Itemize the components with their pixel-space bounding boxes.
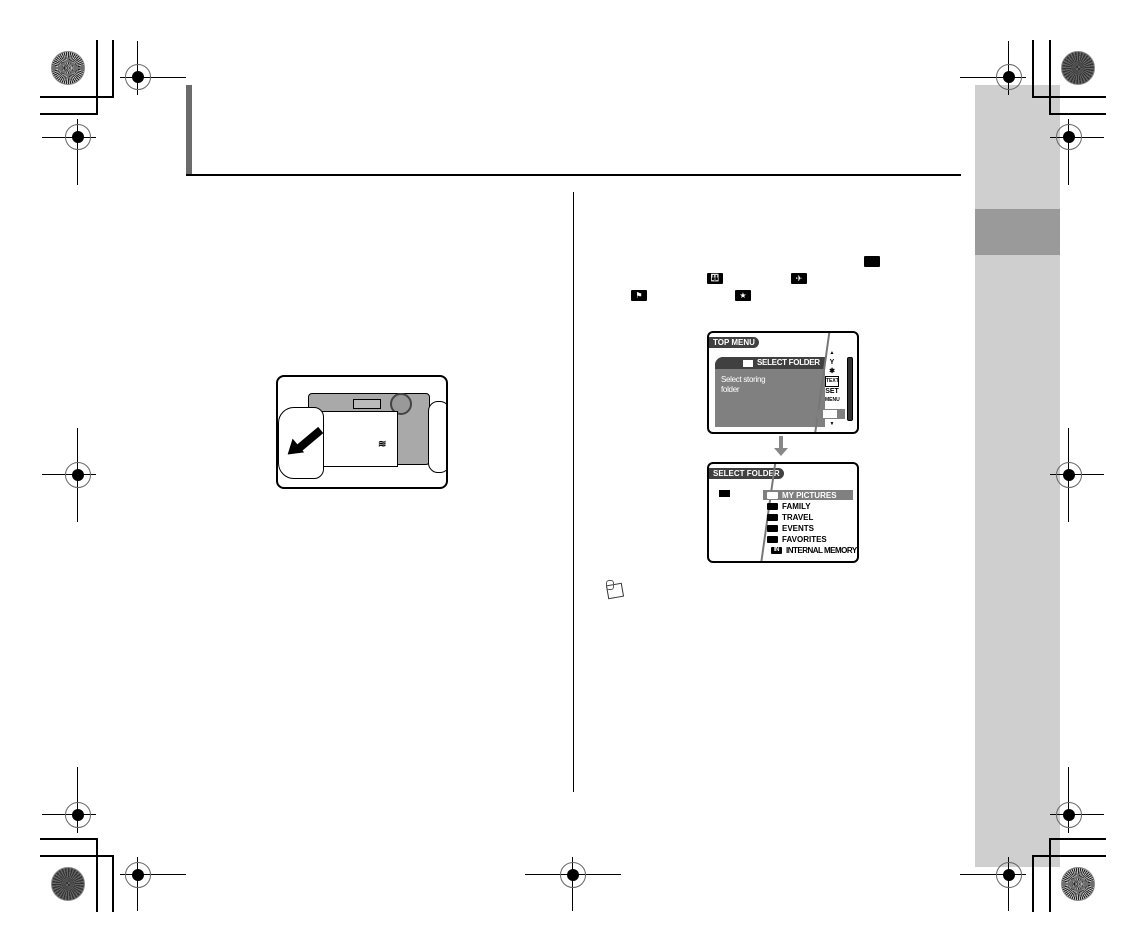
registration-mark xyxy=(1056,802,1082,828)
folder-icon xyxy=(767,492,778,499)
scroll-up-icon: ▲ xyxy=(829,350,835,356)
color-registration-target xyxy=(51,867,85,901)
setting-icon: Y xyxy=(829,359,835,366)
crop-mark xyxy=(40,96,114,98)
reg-line xyxy=(960,77,1026,78)
title-underline xyxy=(186,174,961,176)
crop-mark xyxy=(1032,855,1106,857)
lcd-top-menu: TOP MENU SELECT FOLDER Select storing fo… xyxy=(707,331,859,434)
crop-mark xyxy=(40,855,114,857)
brightness-icon: ✱ xyxy=(829,368,835,375)
crop-mark xyxy=(112,855,114,912)
color-registration-target xyxy=(1061,51,1095,85)
folder-label: FAVORITES xyxy=(782,535,827,544)
folder-item-favorites[interactable]: FAVORITES xyxy=(767,535,827,544)
scroll-down-icon: ▼ xyxy=(829,421,835,427)
travel-folder-icon: ✈ xyxy=(791,273,807,284)
registration-mark xyxy=(125,862,151,888)
lens-icon xyxy=(390,393,412,415)
right-hand xyxy=(428,401,446,473)
folder-label: INTERNAL MEMORY xyxy=(786,546,857,555)
favorites-folder-icon: ★ xyxy=(735,290,751,301)
registration-mark xyxy=(996,862,1022,888)
lens-cover xyxy=(318,411,398,467)
logo-glyph: ≋ xyxy=(378,439,387,450)
crop-mark xyxy=(1032,40,1034,98)
folder-icon xyxy=(823,410,837,418)
registration-mark xyxy=(125,64,151,90)
selected-menu-item: SELECT FOLDER xyxy=(757,358,820,367)
registration-mark xyxy=(560,862,586,888)
reg-line xyxy=(120,874,186,875)
folder-label: FAMILY xyxy=(782,502,811,511)
lcd-select-folder: SELECT FOLDER MY PICTURES FAMILY TRAVEL … xyxy=(707,462,859,563)
lcd-panel-header xyxy=(715,357,825,369)
internal-memory-icon: IN xyxy=(771,547,782,554)
registration-mark xyxy=(1056,124,1082,150)
color-registration-target xyxy=(1061,867,1095,901)
crop-mark xyxy=(40,113,98,115)
flash-window xyxy=(353,399,381,409)
registration-mark xyxy=(65,802,91,828)
folder-item-travel[interactable]: TRAVEL xyxy=(767,513,813,522)
text-icon: TEXT xyxy=(825,376,839,387)
lcd-header: SELECT FOLDER xyxy=(709,468,784,479)
crop-mark xyxy=(1049,40,1051,115)
camera-cover-illustration: ≋ xyxy=(276,375,448,489)
side-tab-strip xyxy=(975,85,1060,867)
events-folder-icon xyxy=(767,525,778,532)
travel-folder-icon xyxy=(767,514,778,521)
folder-icon xyxy=(743,360,753,367)
reg-line xyxy=(120,77,186,78)
crop-mark xyxy=(1049,113,1106,115)
folder-label: TRAVEL xyxy=(782,513,814,522)
crop-mark xyxy=(96,838,98,912)
side-tab-active xyxy=(975,209,1060,255)
folder-item-events[interactable]: EVENTS xyxy=(767,524,814,533)
crop-mark xyxy=(1049,838,1106,840)
family-folder-icon xyxy=(767,503,778,510)
folder-item-family[interactable]: FAMILY xyxy=(767,502,811,511)
current-folder-icon xyxy=(719,490,730,497)
paperclip-icon xyxy=(606,580,614,590)
folder-icon xyxy=(864,256,880,267)
crop-mark xyxy=(40,838,98,840)
title-accent-bar xyxy=(186,85,192,176)
registration-mark xyxy=(996,64,1022,90)
registration-mark xyxy=(65,462,91,488)
family-folder-icon: 👪 xyxy=(707,273,723,284)
folder-item-my-pictures[interactable]: MY PICTURES xyxy=(767,491,837,500)
lcd-header: TOP MENU xyxy=(709,337,759,348)
column-divider xyxy=(573,192,574,792)
favorites-folder-icon xyxy=(767,536,778,543)
color-registration-target xyxy=(51,51,85,85)
crop-mark xyxy=(1049,838,1051,912)
side-icon-column: ▲ Y ✱ TEXT SET MENU xyxy=(825,349,840,405)
registration-mark xyxy=(1056,462,1082,488)
menu-icon: MENU xyxy=(825,397,840,403)
registration-mark xyxy=(65,124,91,150)
reg-line xyxy=(77,119,78,185)
crop-mark xyxy=(96,40,98,115)
events-folder-icon: ⚑ xyxy=(631,290,647,301)
reg-line xyxy=(1068,119,1069,185)
selected-row-highlight xyxy=(763,490,853,500)
arrow-down-icon xyxy=(774,436,788,456)
crop-mark xyxy=(112,40,114,98)
crop-mark xyxy=(1032,855,1034,912)
reg-line xyxy=(77,767,78,833)
scrollbar xyxy=(847,357,853,421)
set-icon: SET xyxy=(825,388,839,395)
reg-line xyxy=(960,874,1026,875)
menu-description: Select storing folder xyxy=(721,375,766,394)
crop-mark xyxy=(1032,96,1106,98)
folder-item-internal-memory[interactable]: IN INTERNAL MEMORY xyxy=(771,546,857,555)
folder-label: MY PICTURES xyxy=(782,491,837,500)
reg-line xyxy=(1068,767,1069,833)
folder-label: EVENTS xyxy=(782,524,815,533)
